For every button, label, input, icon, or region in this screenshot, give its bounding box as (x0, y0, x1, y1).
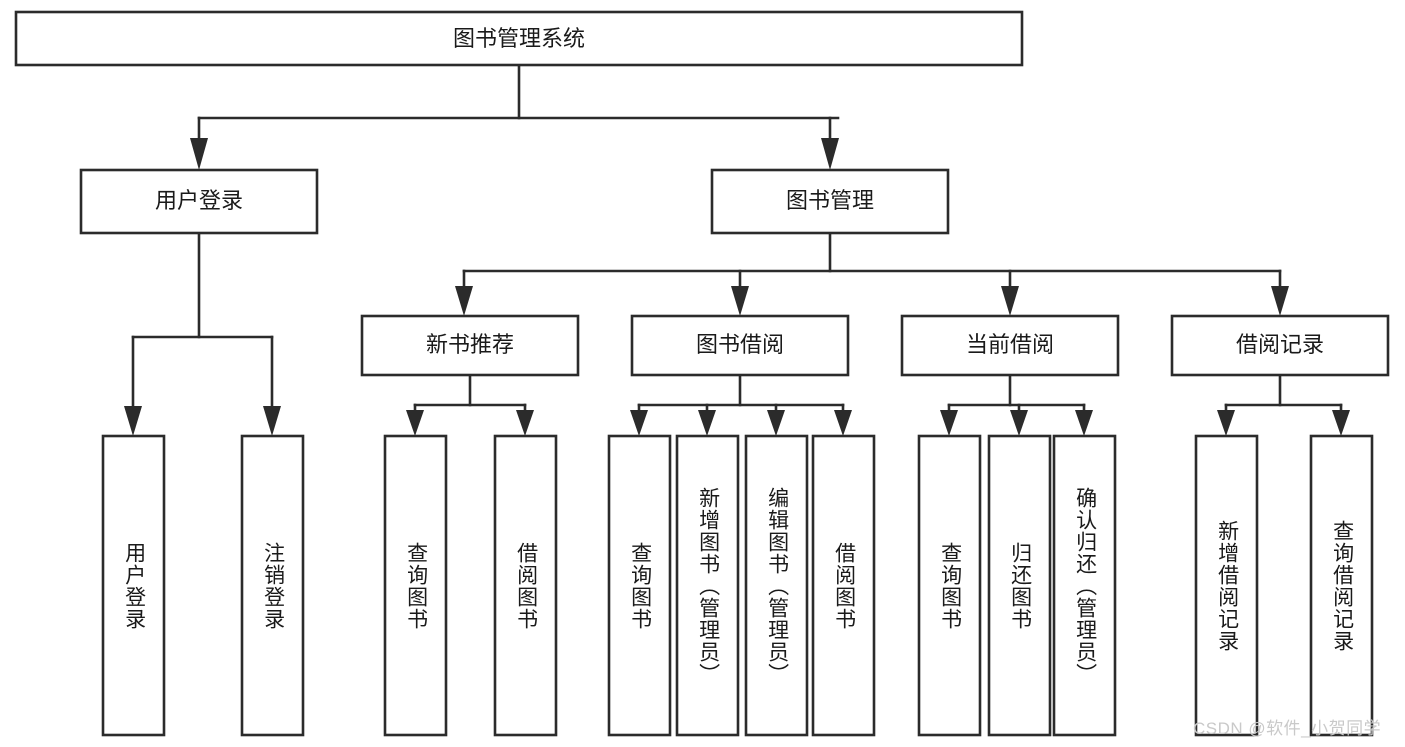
node-book-borrow-box[interactable] (630, 314, 850, 377)
arrow-head-borrow-record (1271, 286, 1289, 316)
arrow-head-bookborrow-leaf-4 (834, 410, 852, 436)
arrow-head-leaf-logout (263, 406, 281, 436)
connectors-bookborrow-to-leaves (630, 373, 852, 436)
connectors-bookmanage-to-level3 (455, 231, 1289, 316)
leaf-box-logout[interactable] (240, 434, 305, 737)
node-current-borrow-box[interactable] (900, 314, 1120, 377)
leaf-box-newbook-query[interactable] (383, 434, 448, 737)
leaf-box-borrow-lend[interactable] (811, 434, 876, 737)
leaf-box-user-login[interactable] (101, 434, 166, 737)
connectors-currentborrow-to-leaves (940, 373, 1093, 436)
node-user-login-label: 用户登录 (155, 188, 243, 213)
csdn-watermark: CSDN @软件_小贺同学 (1193, 719, 1382, 738)
node-new-book-label: 新书推荐 (426, 332, 514, 357)
arrow-head-currentborrow-leaf-3 (1075, 410, 1093, 436)
node-borrow-record-box[interactable] (1170, 314, 1390, 377)
arrow-head-currentborrow-leaf-1 (940, 410, 958, 436)
arrow-head-bookborrow-leaf-2 (698, 410, 716, 436)
leaf-box-current-confirm[interactable] (1052, 434, 1117, 737)
node-root-label: 图书管理系统 (453, 26, 585, 51)
arrow-head-borrowrecord-leaf-1 (1217, 410, 1235, 436)
leaf-box-record-query[interactable] (1309, 434, 1374, 737)
connectors-userlogin-to-leaves (124, 231, 281, 436)
leaf-box-borrow-query[interactable] (607, 434, 672, 737)
arrow-head-newbook-leaf-1 (406, 410, 424, 436)
arrow-head-new-book (455, 286, 473, 316)
node-book-manage-box[interactable] (710, 168, 950, 235)
arrow-head-bookborrow-leaf-1 (630, 410, 648, 436)
node-book-borrow-label: 图书借阅 (696, 332, 784, 357)
leaf-box-current-query[interactable] (917, 434, 982, 737)
node-borrow-record-label: 借阅记录 (1236, 332, 1324, 357)
leaf-box-current-return[interactable] (987, 434, 1052, 737)
arrow-head-leaf-user-login (124, 406, 142, 436)
arrow-head-user-login (190, 138, 208, 170)
node-new-book-box[interactable] (360, 314, 580, 377)
arrow-head-book-manage (821, 138, 839, 170)
arrow-head-currentborrow-leaf-2 (1010, 410, 1028, 436)
node-current-borrow-label: 当前借阅 (966, 332, 1054, 357)
arrow-head-newbook-leaf-2 (516, 410, 534, 436)
leaf-box-newbook-borrow[interactable] (493, 434, 558, 737)
arrow-head-borrowrecord-leaf-2 (1332, 410, 1350, 436)
connectors-newbook-to-leaves (406, 373, 534, 436)
node-user-login-box[interactable] (79, 168, 319, 235)
connectors-root-to-level2 (190, 63, 840, 170)
node-root-box[interactable] (14, 10, 1024, 67)
connectors-borrowrecord-to-leaves (1217, 373, 1350, 436)
arrow-head-book-borrow (731, 286, 749, 316)
leaf-box-borrow-add[interactable] (675, 434, 740, 737)
leaf-box-record-add[interactable] (1194, 434, 1259, 737)
node-book-manage-label: 图书管理 (786, 188, 874, 213)
leaf-box-borrow-edit[interactable] (744, 434, 809, 737)
arrow-head-current-borrow (1001, 286, 1019, 316)
arrow-head-bookborrow-leaf-3 (767, 410, 785, 436)
